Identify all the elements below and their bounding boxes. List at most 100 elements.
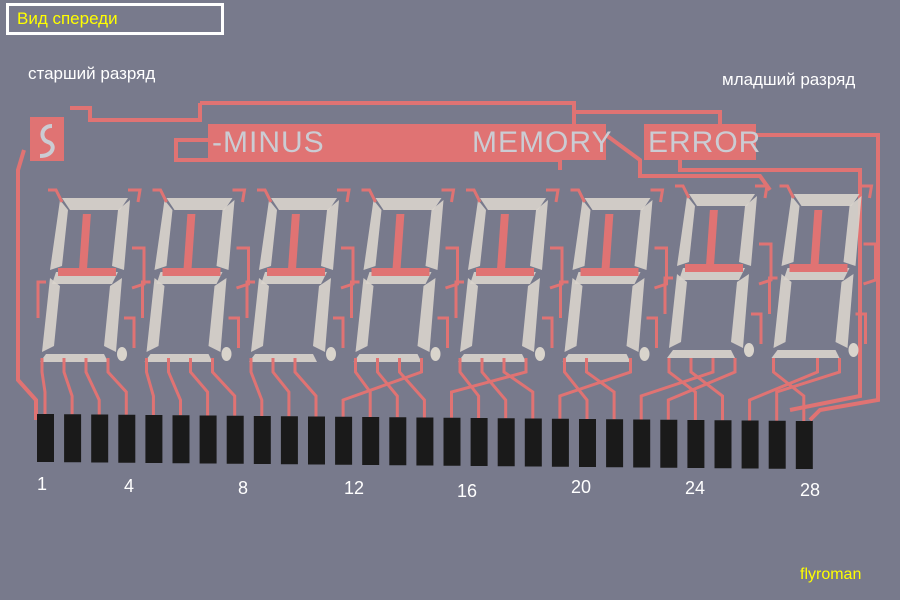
digit-4-grid-trace [361,188,456,203]
digit-7-segment-3 [677,196,695,266]
pin-27-trace [748,358,819,421]
indicator-traces [16,101,880,422]
digit-6 [559,188,668,362]
digit-6-side-trace [559,246,668,348]
digit-2-segment-2 [216,200,235,270]
digit-6-segment-3 [572,200,591,270]
digit-5-inner-bar [496,214,509,272]
digit-1-grid-trace [48,188,142,203]
pin-number-label: 16 [457,481,478,501]
digit-6-middle-bar [580,268,639,276]
digit-2-segment-3 [154,200,173,270]
digit-8-side-trace [768,242,877,344]
digit-7-segment-1 [689,194,755,206]
pin-14 [389,417,407,466]
digit-1-decimal-point [117,347,127,361]
pin-24 [660,419,678,468]
digit-5-segment-7 [458,354,526,362]
minus-indicator: -MINUS [212,126,325,159]
digit-3-segment-1 [271,198,337,210]
digit-6-segment-2 [634,200,653,270]
msb-label: старший разряд [28,64,156,83]
digit-7-inner-bar [705,210,718,268]
digit-3-segment-5 [313,278,331,352]
digit-8-segment-5 [835,274,854,348]
digit-7-grid-trace [675,184,769,199]
digit-1-segment-5 [104,278,122,352]
pin-18-trace [480,358,508,419]
digit-1 [36,188,146,362]
digit-3-segment-3 [259,200,277,270]
pin-13-trace [354,358,372,417]
digit-7-middle-bar [685,264,743,272]
pin-19 [524,418,542,467]
pin-26 [714,420,732,469]
error-bar [644,124,756,160]
pin-9 [253,416,271,464]
pin-number-label: 20 [571,477,592,497]
digit-5-segment-6 [460,278,478,352]
pin-number-label: 4 [124,476,135,496]
digit-1-side-trace [36,246,146,348]
pin-13 [362,417,380,465]
minus-memory-bar [208,124,606,160]
digit-8-segment-6 [773,274,792,348]
digit-2-segment-6 [146,278,165,352]
pin-2-trace [62,358,74,415]
pin-7-trace [189,358,210,416]
digit-3-side-trace [245,246,355,348]
digit-3-segment-6 [251,278,269,352]
pin-5-trace [145,358,155,415]
digit-4 [350,188,459,362]
pin-17-trace [458,358,481,418]
digit-5-segment-3 [468,200,486,270]
pin-15-trace [398,358,426,418]
pin-3-trace [84,358,101,415]
digit-8-middle-bar [789,264,848,272]
pin-19-trace [502,358,535,419]
pin-10-trace [271,358,291,417]
pin-25 [687,420,705,468]
title-box: Вид спереди [6,3,224,35]
pin-9-trace [249,358,264,416]
digit-3-segment-2 [321,200,339,270]
pin-8 [226,415,244,464]
digit-3-middle-bar [267,268,325,276]
pin-22-trace [585,358,616,420]
digit-3 [245,188,355,362]
digit-6-grid-trace [570,188,665,203]
digit-2-side-trace [141,246,250,348]
left-outer-trace [16,149,38,420]
top-trace-right [572,103,722,124]
pin-24-trace [666,358,737,420]
digit-4-middle-bar [371,268,430,276]
digit-3-grid-trace [257,188,351,203]
pin-29 [795,421,813,469]
digit-8-decimal-point [848,343,859,357]
pin-23-trace [639,358,715,420]
digit-6-decimal-point [639,347,650,361]
digit-7-segment-7 [667,350,735,358]
digit-8-segment-1 [793,194,860,206]
pin-11 [308,416,325,465]
memory-indicator: MEMORY [472,126,612,159]
pin-23 [633,419,651,468]
digit-8-inner-bar [810,210,823,268]
pin-4-trace [106,358,128,415]
pin-2 [64,414,82,463]
memory-trace [604,133,772,192]
digit-5-grid-trace [466,188,560,203]
pin-12 [335,416,353,465]
digit-2-segment-1 [166,198,233,210]
author-signature: flyroman [800,566,862,583]
digit-6-segment-5 [626,278,645,352]
digit-2-grid-trace [152,188,247,203]
digit-5-decimal-point [535,347,545,361]
digit-8-segment-7 [771,350,840,358]
pin-number-label: 12 [344,478,365,498]
digit-6-segment-1 [584,198,651,210]
digit-7-decimal-point [744,343,754,357]
pin-8-trace [211,358,237,416]
digit-4-side-trace [350,246,459,348]
pin-14-trace [376,358,399,418]
